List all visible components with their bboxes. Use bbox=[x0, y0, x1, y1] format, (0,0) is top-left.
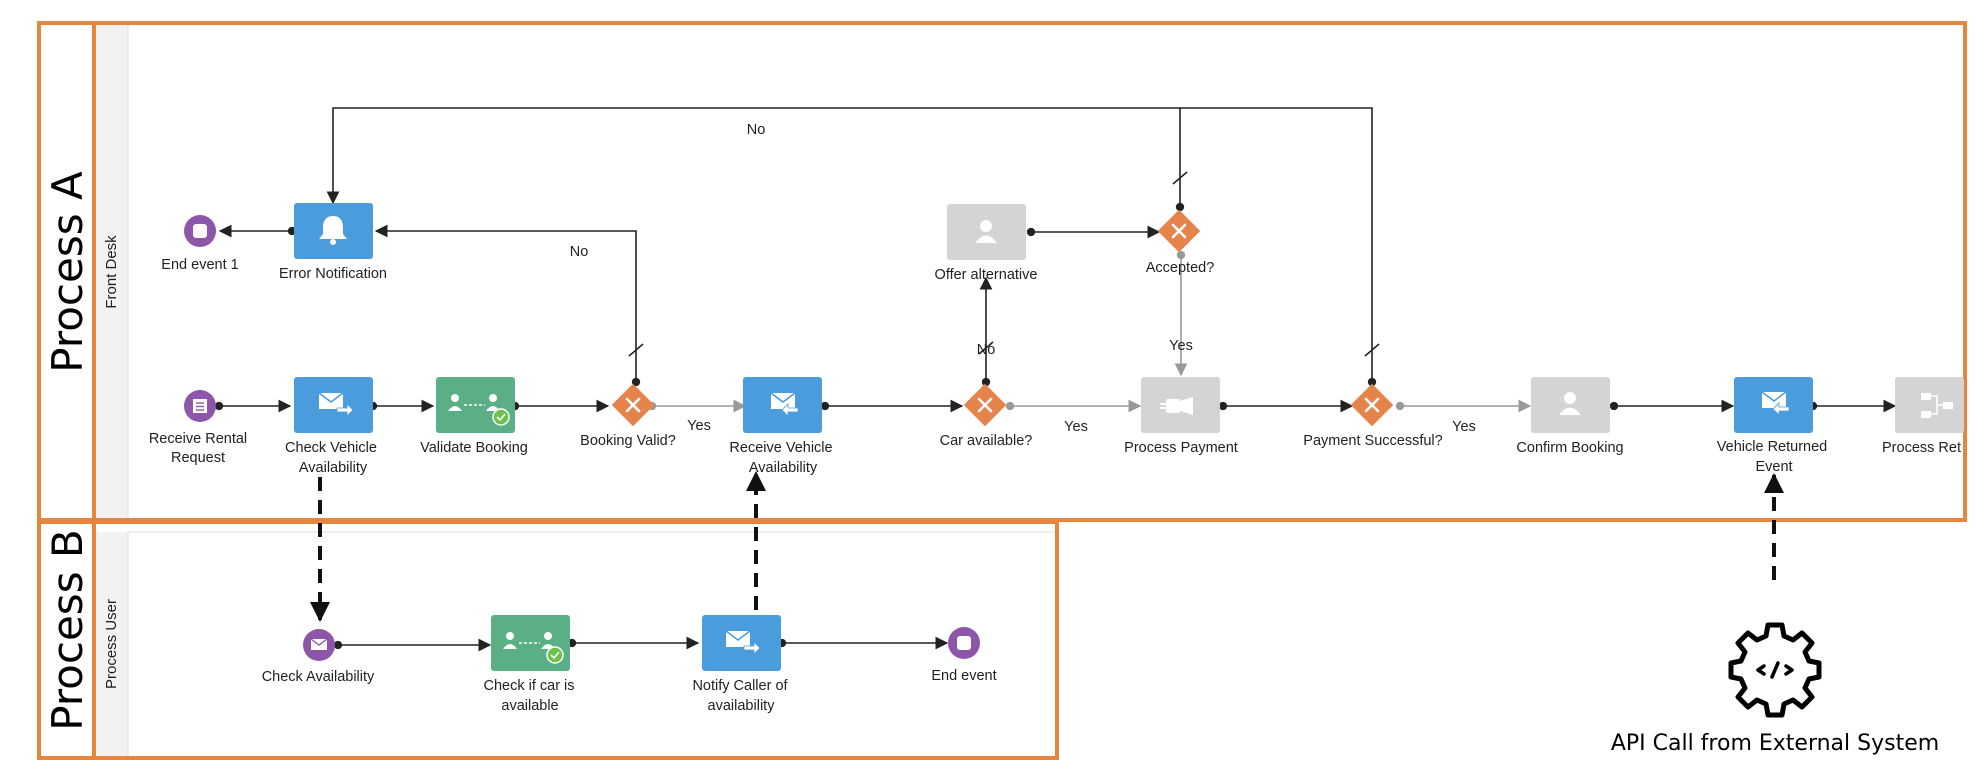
flow-label-payment-yes: Yes bbox=[1452, 419, 1476, 435]
start-event-receive-rental-request[interactable]: Receive Rental Request bbox=[149, 390, 247, 466]
notify-caller-label-2: availability bbox=[708, 698, 776, 714]
task-notify-caller[interactable]: Notify Caller of availability bbox=[692, 615, 789, 714]
check-availability-label: Check Availability bbox=[262, 669, 375, 685]
car-available-label: Car available? bbox=[940, 433, 1033, 449]
task-process-payment[interactable]: Process Payment bbox=[1124, 377, 1238, 456]
x-icon bbox=[1364, 397, 1380, 413]
end-event-1[interactable]: End event 1 bbox=[161, 215, 239, 273]
user-icon bbox=[975, 220, 997, 243]
bell-icon bbox=[319, 216, 347, 245]
task-process-ret[interactable]: Process Ret bbox=[1882, 377, 1964, 456]
receive-vehicle-availability-label-2: Availability bbox=[749, 460, 818, 476]
subprocess-icon bbox=[1921, 393, 1953, 418]
lane-title-front-desk: Front Desk bbox=[103, 235, 120, 309]
event-vehicle-returned[interactable]: Vehicle Returned Event bbox=[1717, 377, 1827, 475]
vehicle-returned-event-label-2: Event bbox=[1755, 459, 1792, 475]
api-call-label: API Call from External System bbox=[1611, 731, 1939, 756]
check-if-car-available-label-2: available bbox=[501, 698, 558, 714]
check-vehicle-availability-label-1: Check Vehicle bbox=[285, 440, 377, 456]
gateway-payment-successful[interactable]: Payment Successful? bbox=[1303, 383, 1443, 449]
message-flows bbox=[310, 471, 1784, 622]
lane-header-front-desk bbox=[95, 23, 128, 520]
receive-message-icon bbox=[1761, 391, 1790, 416]
gear-code-icon bbox=[1728, 622, 1822, 718]
task-offer-alternative[interactable]: Offer alternative bbox=[935, 204, 1038, 283]
flow-label-booking-yes: Yes bbox=[687, 418, 711, 434]
task-error-notification[interactable]: Error Notification bbox=[279, 203, 387, 282]
pool-title-process-a: Process A bbox=[43, 171, 92, 373]
flow-label-car-no: No bbox=[977, 342, 996, 358]
end-event[interactable]: End event bbox=[931, 627, 997, 684]
lane-header-process-user bbox=[95, 532, 128, 758]
external-api-system[interactable]: API Call from External System bbox=[1611, 622, 1939, 756]
sequence-flows-b bbox=[333, 636, 949, 652]
sequence-flows-a bbox=[214, 107, 1897, 413]
booking-valid-label: Booking Valid? bbox=[580, 433, 676, 449]
flow-label-accepted-yes: Yes bbox=[1169, 338, 1193, 354]
notify-caller-label-1: Notify Caller of bbox=[692, 678, 788, 694]
x-icon bbox=[977, 397, 993, 413]
flow-labels: No No Yes No Yes Yes Yes bbox=[570, 122, 1476, 435]
handoff-approve-icon bbox=[503, 632, 564, 664]
vehicle-returned-event-label-1: Vehicle Returned bbox=[1717, 439, 1827, 455]
gateway-accepted[interactable]: Accepted? bbox=[1146, 209, 1215, 276]
flow-label-booking-no: No bbox=[570, 244, 589, 260]
handoff-approve-icon bbox=[448, 394, 510, 426]
lane-title-process-user: Process User bbox=[103, 599, 120, 689]
payment-successful-label: Payment Successful? bbox=[1303, 433, 1442, 449]
send-message-icon bbox=[725, 630, 761, 655]
check-vehicle-availability-label-2: Availability bbox=[299, 460, 368, 476]
start-event-check-availability[interactable]: Check Availability bbox=[262, 629, 375, 685]
flow-label-top-no: No bbox=[747, 122, 766, 138]
end-event-label: End event bbox=[931, 668, 996, 684]
receive-vehicle-availability-label-1: Receive Vehicle bbox=[729, 440, 832, 456]
offer-alternative-label: Offer alternative bbox=[935, 267, 1038, 283]
task-check-vehicle-availability[interactable]: Check Vehicle Availability bbox=[285, 377, 377, 476]
receive-rental-request-label-2: Request bbox=[171, 450, 225, 466]
pool-title-process-b: Process B bbox=[43, 529, 92, 731]
confirm-booking-label: Confirm Booking bbox=[1516, 440, 1623, 456]
receive-message-icon bbox=[770, 392, 799, 417]
process-payment-label: Process Payment bbox=[1124, 440, 1238, 456]
task-check-if-car-available[interactable]: Check if car is available bbox=[483, 615, 575, 714]
process-ret-label: Process Ret bbox=[1882, 440, 1961, 456]
task-receive-vehicle-availability[interactable]: Receive Vehicle Availability bbox=[729, 377, 833, 476]
x-icon bbox=[1171, 223, 1187, 239]
task-validate-booking[interactable]: Validate Booking bbox=[420, 377, 528, 456]
error-notification-label: Error Notification bbox=[279, 266, 387, 282]
end-event-1-label: End event 1 bbox=[161, 257, 238, 273]
send-message-icon bbox=[318, 392, 354, 417]
task-confirm-booking[interactable]: Confirm Booking bbox=[1516, 377, 1624, 456]
x-icon bbox=[625, 397, 641, 413]
user-icon bbox=[1559, 392, 1581, 415]
check-if-car-available-label-1: Check if car is bbox=[483, 678, 574, 694]
flow-label-car-yes: Yes bbox=[1064, 419, 1088, 435]
accepted-label: Accepted? bbox=[1146, 260, 1215, 276]
plug-icon bbox=[1160, 397, 1193, 415]
receive-rental-request-label-1: Receive Rental bbox=[149, 431, 247, 447]
validate-booking-label: Validate Booking bbox=[420, 440, 528, 456]
